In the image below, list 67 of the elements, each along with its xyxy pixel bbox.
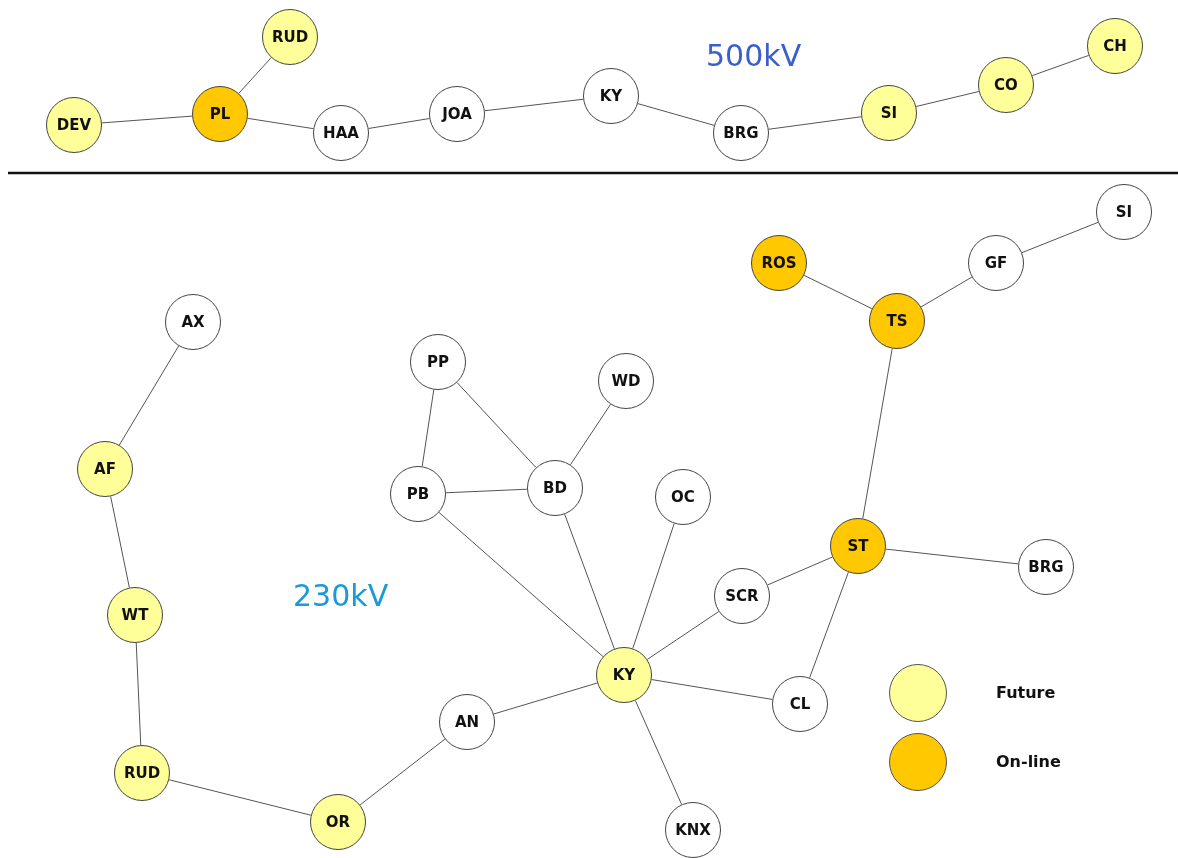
transmission-line (885, 548, 1019, 565)
substation-circle: OR (310, 794, 366, 850)
substation-circle: ROS (751, 235, 807, 291)
transmission-line (247, 117, 314, 130)
voltage-label: 230kV (293, 578, 389, 613)
transmission-line (238, 57, 272, 94)
transmission-line (168, 779, 312, 816)
substation-circle: CL (772, 676, 828, 732)
transmission-line (915, 91, 980, 107)
legend-label: Future (996, 683, 1056, 702)
substation-circle: GF (968, 235, 1024, 291)
substation-circle: PL (192, 86, 248, 142)
substation-circle: WD (598, 353, 654, 409)
substation-circle: CH (1087, 18, 1143, 74)
transmission-line (135, 642, 142, 746)
transmission-line (359, 738, 446, 806)
substation-circle: KNX (665, 802, 721, 858)
transmission-line (920, 276, 973, 308)
transmission-line (634, 700, 683, 805)
transmission-line (768, 116, 862, 130)
substation-circle: AN (439, 694, 495, 750)
substation-circle: KY (583, 68, 639, 124)
substation-circle: SI (1096, 184, 1152, 240)
substation-circle: SI (861, 85, 917, 141)
substation-circle: RUD (114, 745, 170, 801)
transmission-line (632, 523, 675, 649)
transmission-line (456, 382, 537, 468)
transmission-line (421, 389, 435, 467)
substation-circle: JOA (429, 86, 485, 142)
substation-circle: KY (596, 647, 652, 703)
substation-circle: BRG (713, 105, 769, 161)
substation-circle: DEV (46, 97, 102, 153)
voltage-label: 500kV (706, 38, 802, 73)
substation-circle: BD (527, 460, 583, 516)
transmission-line (445, 488, 528, 494)
transmission-line (646, 611, 720, 660)
transmission-line (570, 403, 611, 466)
substation-circle: AF (77, 441, 133, 497)
transmission-line (110, 495, 130, 589)
substation-circle: HAA (313, 105, 369, 161)
transmission-line (118, 345, 180, 446)
substation-circle: AX (165, 294, 221, 350)
transmission-line (862, 348, 893, 519)
transmission-line (438, 512, 604, 657)
substation-circle: PB (390, 466, 446, 522)
transmission-line (1031, 54, 1090, 77)
transmission-line (493, 682, 598, 715)
transmission-line (101, 115, 193, 124)
substation-circle: BRG (1018, 539, 1074, 595)
substation-circle: CO (978, 57, 1034, 113)
substation-circle: TS (869, 293, 925, 349)
transmission-line (767, 556, 833, 586)
transmission-line (637, 103, 715, 126)
substation-circle: SCR (714, 568, 770, 624)
transmission-line (651, 679, 773, 700)
transmission-line (564, 513, 615, 650)
legend-label: On-line (996, 752, 1061, 771)
substation-circle: RUD (262, 9, 318, 65)
substation-circle: WT (107, 587, 163, 643)
transmission-line (1021, 221, 1099, 254)
substation-circle: ST (830, 518, 886, 574)
substation-circle: OC (655, 469, 711, 525)
transmission-line (809, 571, 849, 679)
transmission-line (484, 98, 584, 112)
transmission-line (368, 118, 430, 129)
transmission-line (803, 274, 873, 310)
substation-circle: PP (410, 334, 466, 390)
